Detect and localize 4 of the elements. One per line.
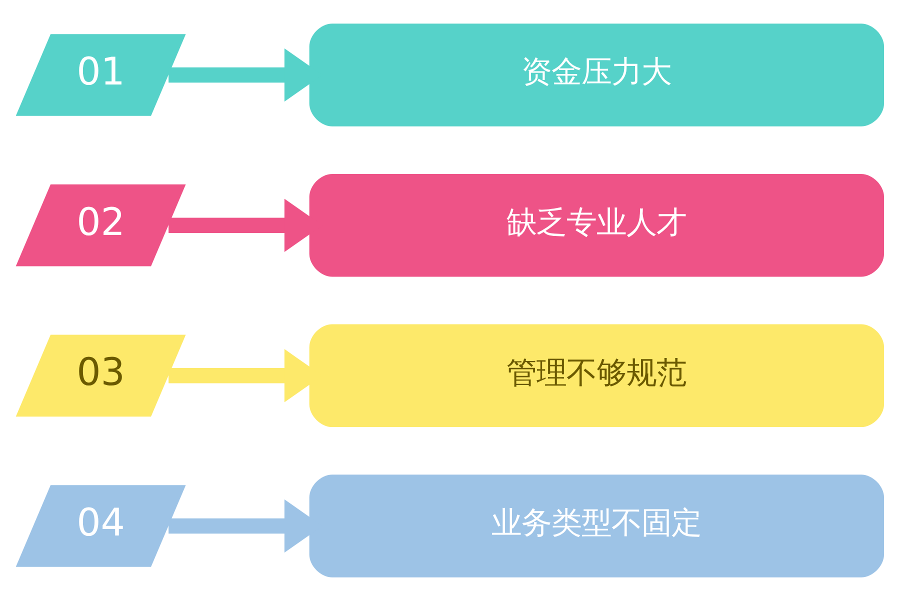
node-box: 资金压力大 <box>309 23 884 126</box>
node-box: 管理不够规范 <box>309 324 884 427</box>
node-box: 业务类型不固定 <box>309 474 884 577</box>
node-box: 缺乏专业人才 <box>309 173 884 276</box>
